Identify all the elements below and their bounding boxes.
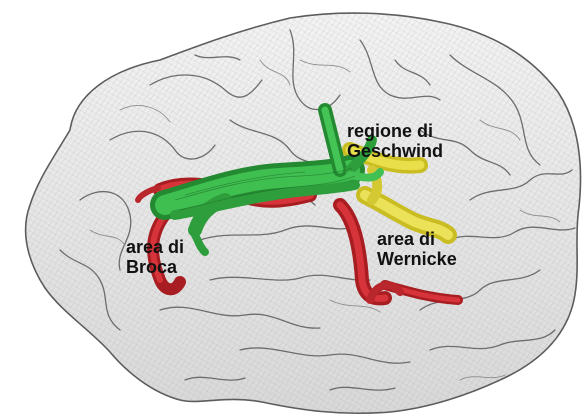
broca-label-line1: area di <box>126 237 184 257</box>
wernicke-label-line2: Wernicke <box>377 249 457 269</box>
broca-label: area di Broca <box>126 237 184 277</box>
geschwind-label-line2: Geschwind <box>347 141 443 161</box>
wernicke-label: area di Wernicke <box>377 229 457 269</box>
wernicke-label-line1: area di <box>377 229 457 249</box>
geschwind-label-line1: regione di <box>347 121 443 141</box>
geschwind-label: regione di Geschwind <box>347 121 443 161</box>
broca-label-line2: Broca <box>126 257 184 277</box>
